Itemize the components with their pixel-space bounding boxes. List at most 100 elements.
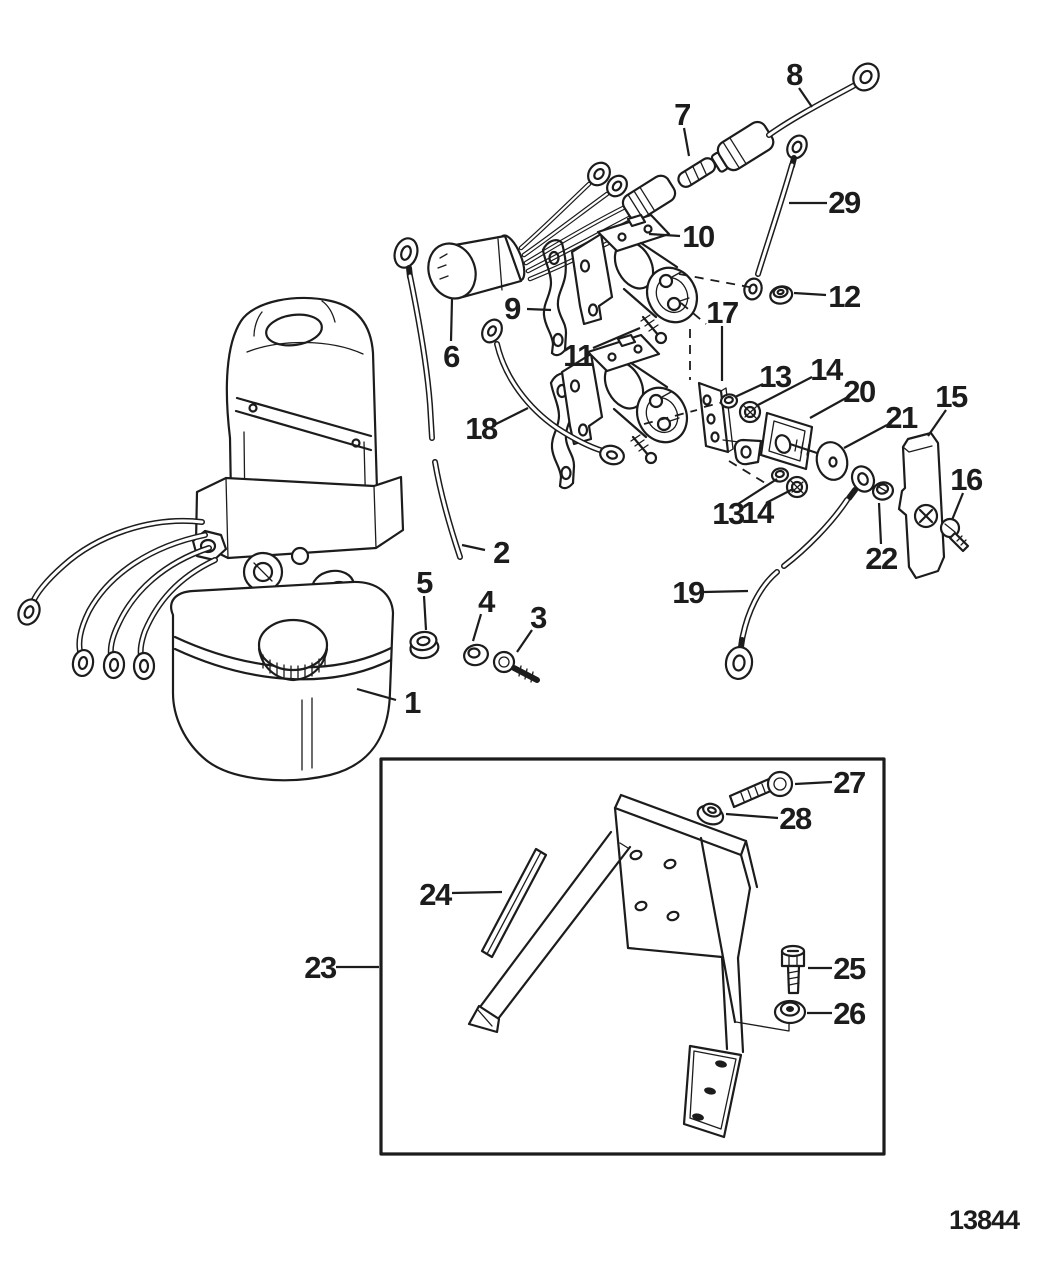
callout-label: 25 xyxy=(833,951,866,986)
callout-label: 26 xyxy=(833,996,866,1031)
part-29-jumper-wire xyxy=(743,134,808,301)
part-7-fuse-tube xyxy=(677,157,717,188)
callout-label: 16 xyxy=(950,462,983,497)
leader-line xyxy=(516,629,533,653)
part-23-mounting-bracket-box xyxy=(379,757,886,1156)
leader-line xyxy=(495,407,529,425)
callout-21-20: 21 xyxy=(843,400,919,449)
callout-22-21: 22 xyxy=(865,502,898,576)
callout-label: 8 xyxy=(786,57,803,92)
part-10-solenoid-upper xyxy=(570,213,699,345)
callout-2-1: 2 xyxy=(461,535,511,570)
callout-label: 5 xyxy=(416,565,433,600)
leader-line xyxy=(843,424,888,449)
part-5-nut xyxy=(409,630,440,660)
leader-line xyxy=(927,409,947,437)
part-3-screw xyxy=(492,650,540,683)
callout-25-26: 25 xyxy=(808,951,867,986)
leader-line xyxy=(725,812,779,820)
callout-label: 6 xyxy=(443,339,460,374)
figure-number: 13844 xyxy=(949,1205,1020,1235)
callout-label: 10 xyxy=(682,219,714,254)
callout-3-2: 3 xyxy=(516,600,549,653)
callout-11-10: 11 xyxy=(563,326,641,373)
callout-label: 13 xyxy=(759,359,792,394)
leader-line xyxy=(755,376,813,407)
callout-label: 11 xyxy=(563,338,594,373)
callout-label: 27 xyxy=(833,765,865,800)
leader-line xyxy=(682,127,691,157)
callout-label: 15 xyxy=(935,379,968,414)
part-15-resistor-block xyxy=(897,431,946,580)
part-1-pump-assembly xyxy=(17,296,405,782)
leader-line xyxy=(592,326,641,350)
leader-line xyxy=(877,502,883,545)
callout-10-9: 10 xyxy=(648,219,715,254)
part-14-washer-b xyxy=(785,475,809,499)
part-8-lead-wire xyxy=(766,62,880,138)
callout-label: 14 xyxy=(741,495,775,530)
callout-label: 18 xyxy=(465,411,498,446)
callout-16-15: 16 xyxy=(950,462,984,521)
ring-terminals xyxy=(17,598,156,681)
leader-line xyxy=(793,291,827,297)
leader-line xyxy=(734,383,764,398)
callout-8-7: 8 xyxy=(786,57,813,108)
callout-20-19: 20 xyxy=(809,374,876,419)
callout-label: 13 xyxy=(712,496,745,531)
part-25-bolt xyxy=(780,944,806,995)
callout-14-23: 14 xyxy=(741,488,794,530)
callout-label: 23 xyxy=(304,950,337,985)
part-20-circuit-breaker xyxy=(733,411,819,471)
leader-line xyxy=(794,780,833,786)
callout-label: 20 xyxy=(843,374,875,409)
leader-line xyxy=(703,589,749,594)
leader-line xyxy=(451,890,503,895)
leader-line xyxy=(798,87,813,108)
callout-14-13: 14 xyxy=(755,352,845,407)
callout-19-18: 19 xyxy=(672,575,749,610)
part-22-washer xyxy=(871,481,895,501)
callout-13-22: 13 xyxy=(712,478,778,531)
part-17-plate xyxy=(697,381,734,454)
callout-18-17: 18 xyxy=(465,407,529,446)
part-6-connector xyxy=(427,234,526,300)
callout-label: 22 xyxy=(865,541,897,576)
leader-line xyxy=(471,613,483,642)
leader-line xyxy=(765,488,794,504)
part-28-nut xyxy=(696,802,725,826)
leader-line xyxy=(809,397,847,419)
callout-label: 2 xyxy=(493,535,509,570)
callout-5-4: 5 xyxy=(416,565,435,631)
callout-label: 24 xyxy=(419,877,453,912)
callout-23-24: 23 xyxy=(304,950,379,985)
leader-line xyxy=(526,307,552,312)
callout-24-25: 24 xyxy=(419,877,503,912)
part-27-bolt xyxy=(728,770,794,809)
callout-label: 3 xyxy=(530,600,547,635)
leader-line xyxy=(461,543,486,552)
callout-9-8: 9 xyxy=(504,291,552,326)
callout-label: 17 xyxy=(706,295,738,330)
part-14-washer-a xyxy=(738,400,762,424)
part-13-nut-a xyxy=(719,393,739,409)
callout-7-6: 7 xyxy=(674,97,692,157)
part-24-strip xyxy=(480,847,548,959)
part-13-nut-b xyxy=(770,467,790,483)
callout-label: 1 xyxy=(404,685,421,720)
part-9-bracket xyxy=(541,239,568,357)
part-16-screw xyxy=(939,517,970,553)
leader-line xyxy=(449,298,454,342)
callout-17-16: 17 xyxy=(706,295,739,381)
callout-label: 14 xyxy=(810,352,844,387)
leader-line xyxy=(648,232,681,238)
callout-15-14: 15 xyxy=(927,379,969,437)
part-19-ground-wire xyxy=(724,465,876,681)
callout-4-3: 4 xyxy=(471,584,498,642)
leader-line xyxy=(356,687,397,702)
leader-line xyxy=(422,595,428,631)
callout-label: 12 xyxy=(828,279,860,314)
callout-label: 4 xyxy=(478,584,496,619)
